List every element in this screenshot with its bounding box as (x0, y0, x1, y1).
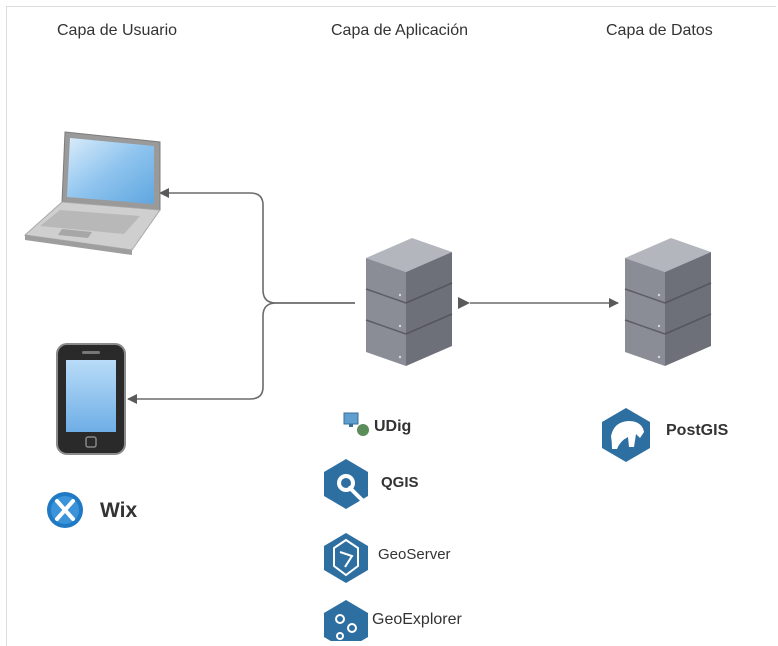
header-user-layer: Capa de Usuario (57, 22, 178, 39)
qgis-logo-icon (324, 459, 368, 509)
smartphone-icon (56, 343, 126, 455)
connector-app-to-data (458, 297, 619, 309)
application-server-icon (365, 238, 453, 366)
wix-logo-icon (47, 492, 83, 528)
udig-label: UDig (374, 418, 412, 435)
data-server-icon (624, 238, 712, 366)
geoexplorer-label: GeoExplorer (372, 611, 462, 628)
geoserver-logo-icon (324, 533, 368, 583)
header-data-layer: Capa de Datos (606, 22, 713, 39)
connector-to-phone (127, 302, 355, 404)
header-app-layer: Capa de Aplicación (331, 22, 468, 39)
wix-label: Wix (100, 499, 138, 522)
postgis-logo-icon (602, 408, 650, 462)
geoserver-label: GeoServer (378, 546, 451, 563)
postgis-label: PostGIS (666, 422, 729, 439)
udig-logo-icon (343, 412, 369, 436)
laptop-icon (23, 131, 161, 255)
geoexplorer-logo-icon (324, 600, 368, 641)
qgis-label: QGIS (381, 474, 419, 491)
diagram-frame (6, 6, 776, 646)
connector-to-laptop (159, 188, 355, 304)
